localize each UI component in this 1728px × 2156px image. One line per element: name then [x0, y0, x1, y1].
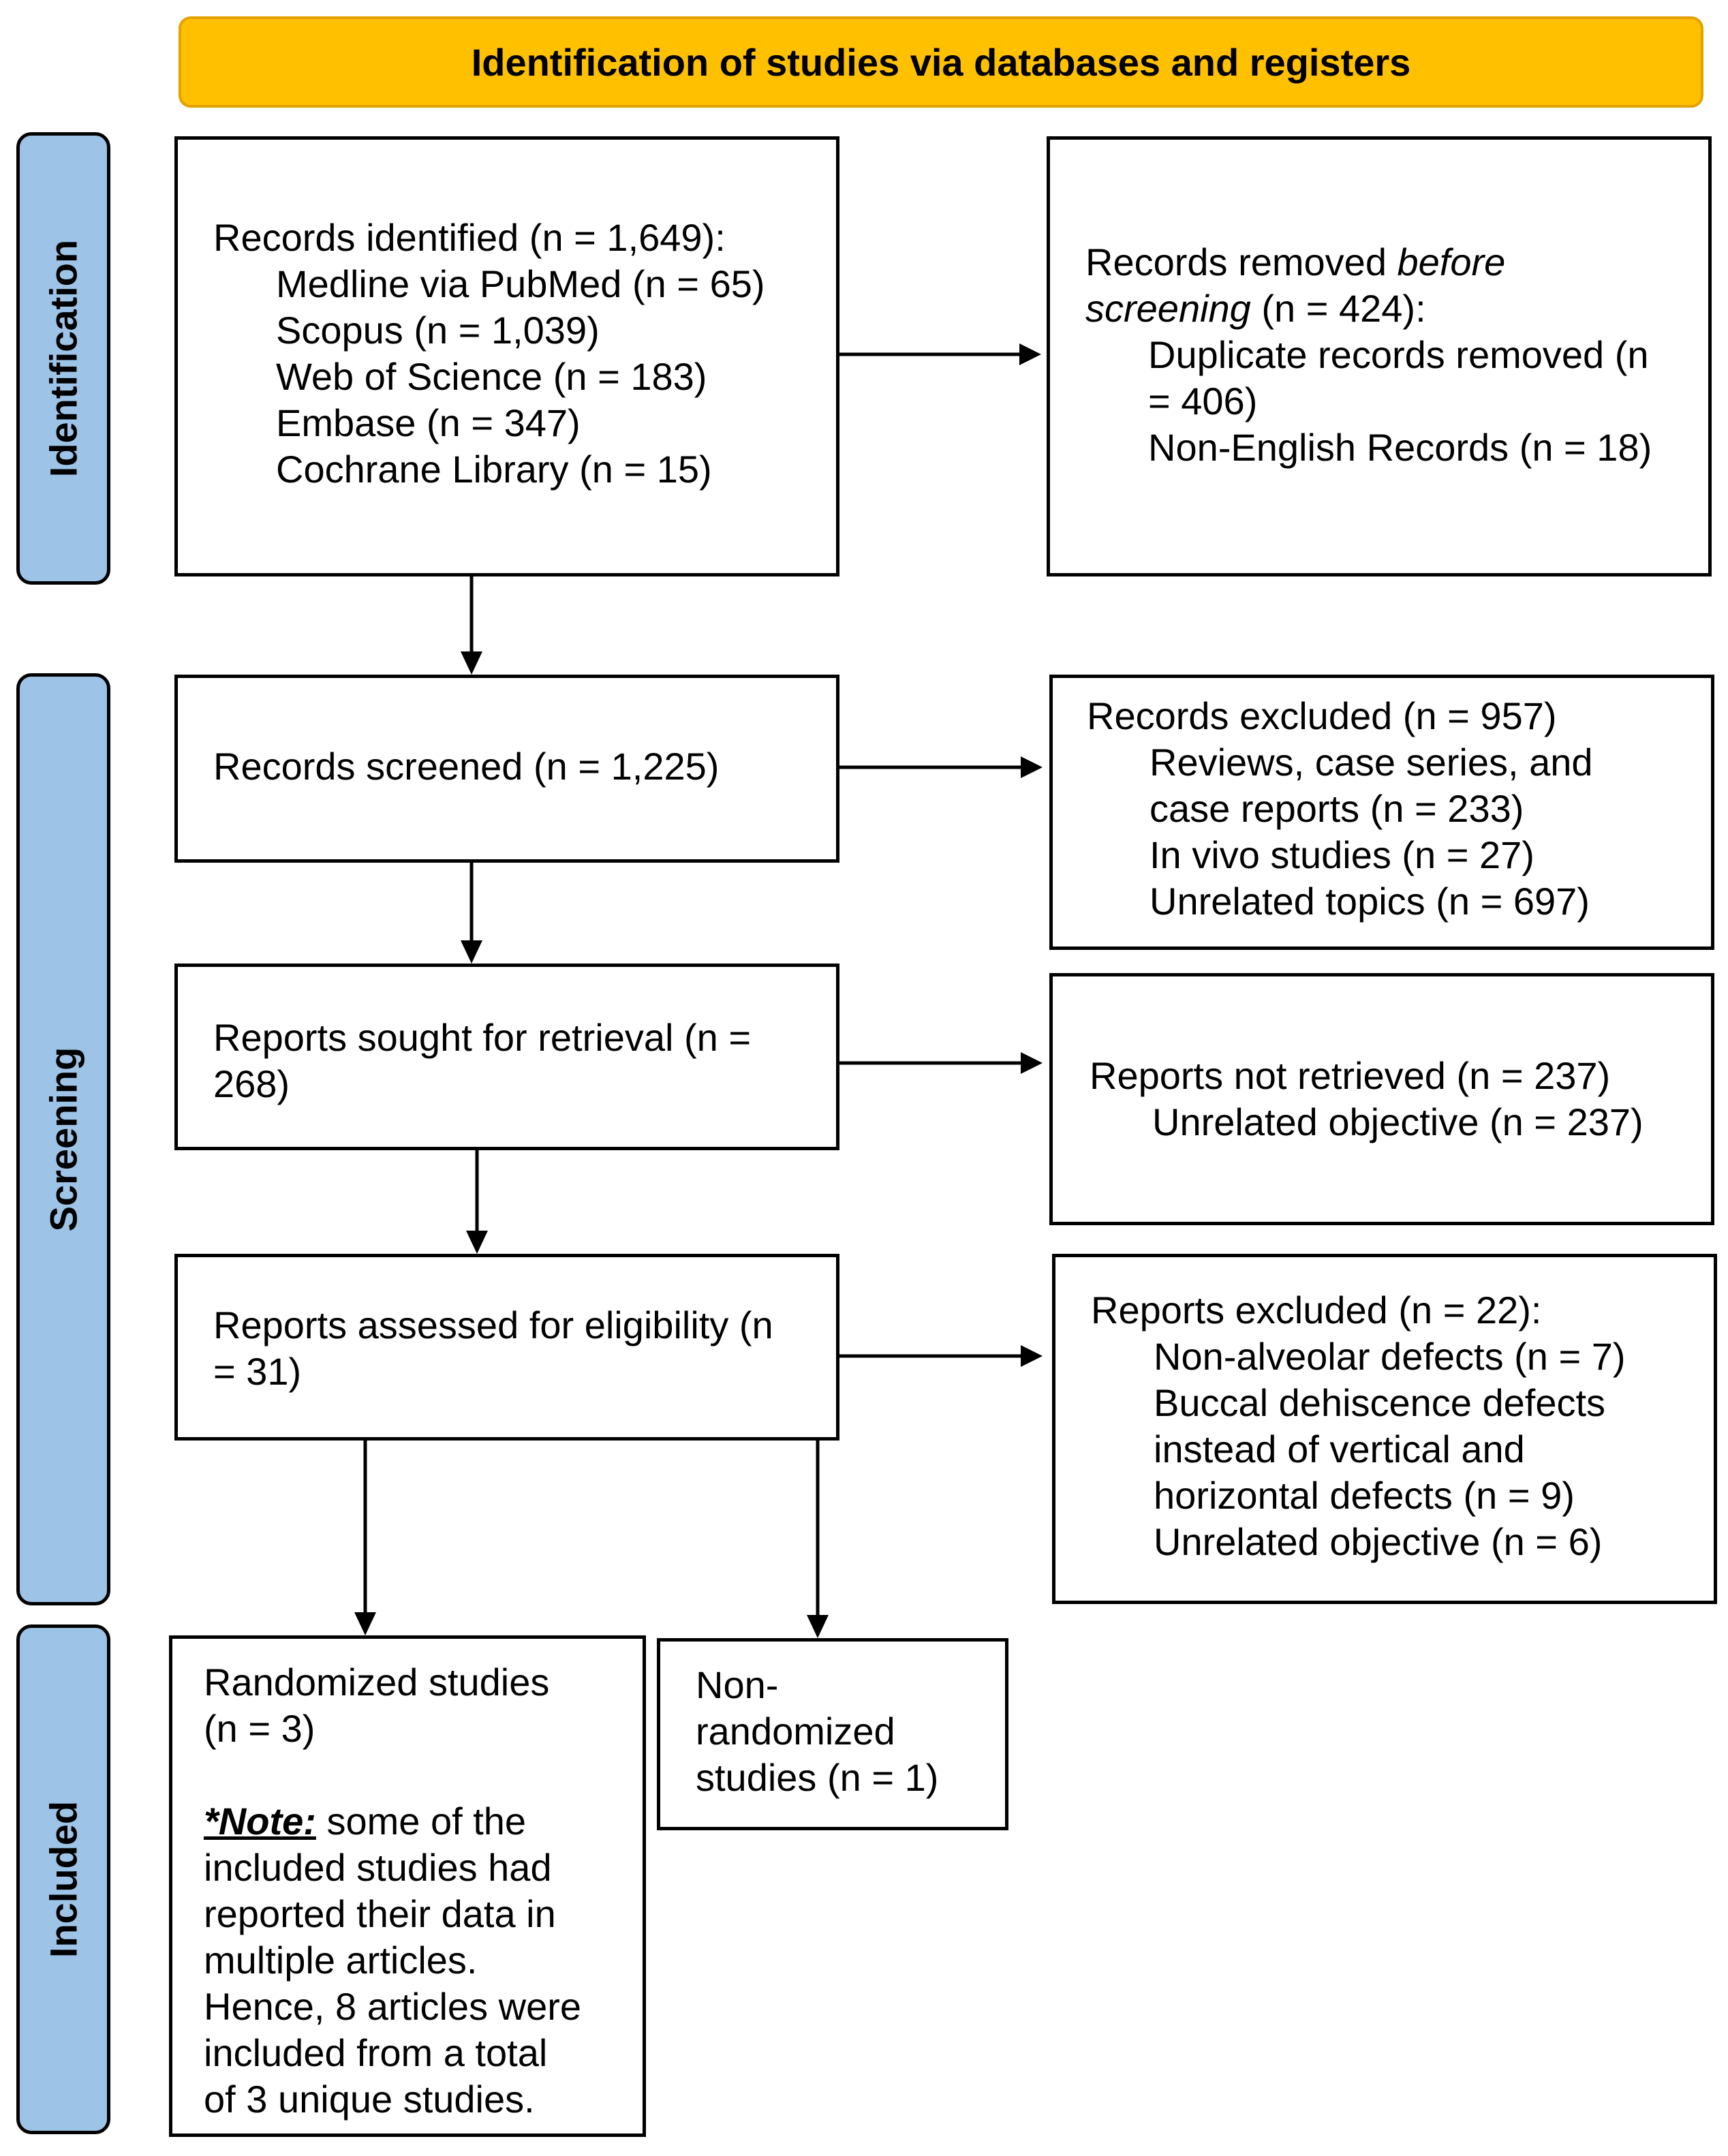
excluded-item: In vivo studies (n = 27) — [1150, 833, 1534, 876]
arrowhead — [354, 1612, 376, 1635]
removed-item: Non-English Records (n = 18) — [1148, 426, 1652, 469]
reports-assessed-box: Reports assessed for eligibility (n = 31… — [174, 1254, 839, 1441]
source-item: Medline via PubMed (n = 65) — [276, 262, 765, 305]
not-retrieved-item: Unrelated objective (n = 237) — [1152, 1100, 1644, 1143]
arrowhead — [807, 1615, 829, 1638]
records-screened-box: Records screened (n = 1,225) — [174, 675, 839, 863]
arrowhead — [1019, 343, 1041, 365]
reports-excluded-item: horizontal defects (n = 9) — [1154, 1474, 1575, 1517]
excluded-item: Unrelated topics (n = 697) — [1150, 880, 1590, 923]
reports-assessed-line: = 31) — [213, 1350, 302, 1393]
reports-excluded-item: instead of vertical and — [1154, 1428, 1525, 1470]
arrowhead — [1021, 1052, 1043, 1074]
reports-excluded-item: Buccal dehiscence defects — [1154, 1381, 1606, 1424]
phase-included: Included — [16, 1624, 110, 2134]
nonrandomized-studies-box: Non- randomized studies (n = 1) — [657, 1638, 1008, 1830]
removed-item: = 406) — [1148, 380, 1258, 422]
note-line: included from a total — [204, 2031, 548, 2074]
arrowhead — [1021, 1345, 1043, 1367]
records-removed-box: Records removed before screening (n = 42… — [1047, 136, 1712, 576]
records-removed-title-line1: Records removed before — [1085, 239, 1708, 286]
records-excluded-title: Records excluded (n = 957) — [1087, 694, 1557, 737]
arrowhead — [461, 940, 482, 964]
records-identified-box: Records identified (n = 1,649): Medline … — [174, 136, 839, 576]
reports-sought-line: Reports sought for retrieval (n = — [213, 1016, 752, 1059]
nonrandomized-line: randomized — [696, 1710, 895, 1753]
note-line: multiple articles. — [204, 1939, 478, 1982]
records-removed-suffix: (n = 424): — [1250, 287, 1426, 330]
arrowhead — [466, 1231, 488, 1254]
reports-sought-box: Reports sought for retrieval (n = 268) — [174, 964, 839, 1150]
reports-not-retrieved-box: Reports not retrieved (n = 237) Unrelate… — [1049, 973, 1714, 1225]
note-first-line: *Note: some of the — [204, 1798, 643, 1845]
phase-screening: Screening — [16, 673, 110, 1605]
reports-sought-line: 268) — [213, 1062, 290, 1105]
records-removed-prefix: Records removed — [1085, 241, 1398, 283]
reports-not-retrieved-title: Reports not retrieved (n = 237) — [1090, 1054, 1611, 1097]
records-removed-title-line2: screening (n = 424): — [1085, 286, 1708, 332]
reports-assessed-line: Reports assessed for eligibility (n — [213, 1304, 773, 1346]
nonrandomized-line: Non- — [696, 1663, 779, 1706]
randomized-line: (n = 3) — [204, 1707, 315, 1750]
phase-identification: Identification — [16, 132, 110, 585]
randomized-studies-box: Randomized studies (n = 3) *Note: some o… — [169, 1635, 646, 2137]
banner-title: Identification of studies via databases … — [471, 40, 1411, 84]
records-identified-title: Records identified (n = 1,649): — [213, 216, 726, 259]
note-first-text: some of the — [315, 1800, 527, 1843]
excluded-item: case reports (n = 233) — [1150, 787, 1524, 830]
arrowhead — [1021, 756, 1043, 778]
source-item: Embase (n = 347) — [276, 401, 581, 444]
reports-excluded-box: Reports excluded (n = 22): Non-alveolar … — [1052, 1254, 1717, 1604]
removed-item: Duplicate records removed (n — [1148, 333, 1649, 376]
nonrandomized-line: studies (n = 1) — [696, 1756, 939, 1799]
records-screened-text: Records screened (n = 1,225) — [213, 745, 720, 788]
note-line: reported their data in — [204, 1892, 556, 1935]
reports-excluded-item: Non-alveolar defects (n = 7) — [1154, 1335, 1626, 1378]
records-excluded-box: Records excluded (n = 957) Reviews, case… — [1049, 675, 1714, 950]
banner-identification-title: Identification of studies via databases … — [179, 16, 1703, 108]
excluded-item: Reviews, case series, and — [1150, 741, 1593, 784]
records-removed-italic-before: before — [1397, 241, 1506, 283]
note-label: *Note: — [204, 1800, 316, 1843]
randomized-line: Randomized studies — [204, 1661, 550, 1704]
reports-excluded-title: Reports excluded (n = 22): — [1091, 1289, 1542, 1331]
source-item: Cochrane Library (n = 15) — [276, 448, 712, 491]
source-item: Scopus (n = 1,039) — [276, 309, 600, 352]
note-line: Hence, 8 articles were — [204, 1985, 582, 2028]
source-item: Web of Science (n = 183) — [276, 355, 707, 398]
note-line: included studies had — [204, 1846, 552, 1889]
records-removed-italic-screening: screening — [1085, 287, 1251, 330]
arrowhead — [461, 651, 482, 675]
reports-excluded-item: Unrelated objective (n = 6) — [1154, 1520, 1603, 1563]
note-line: of 3 unique studies. — [204, 2078, 535, 2121]
